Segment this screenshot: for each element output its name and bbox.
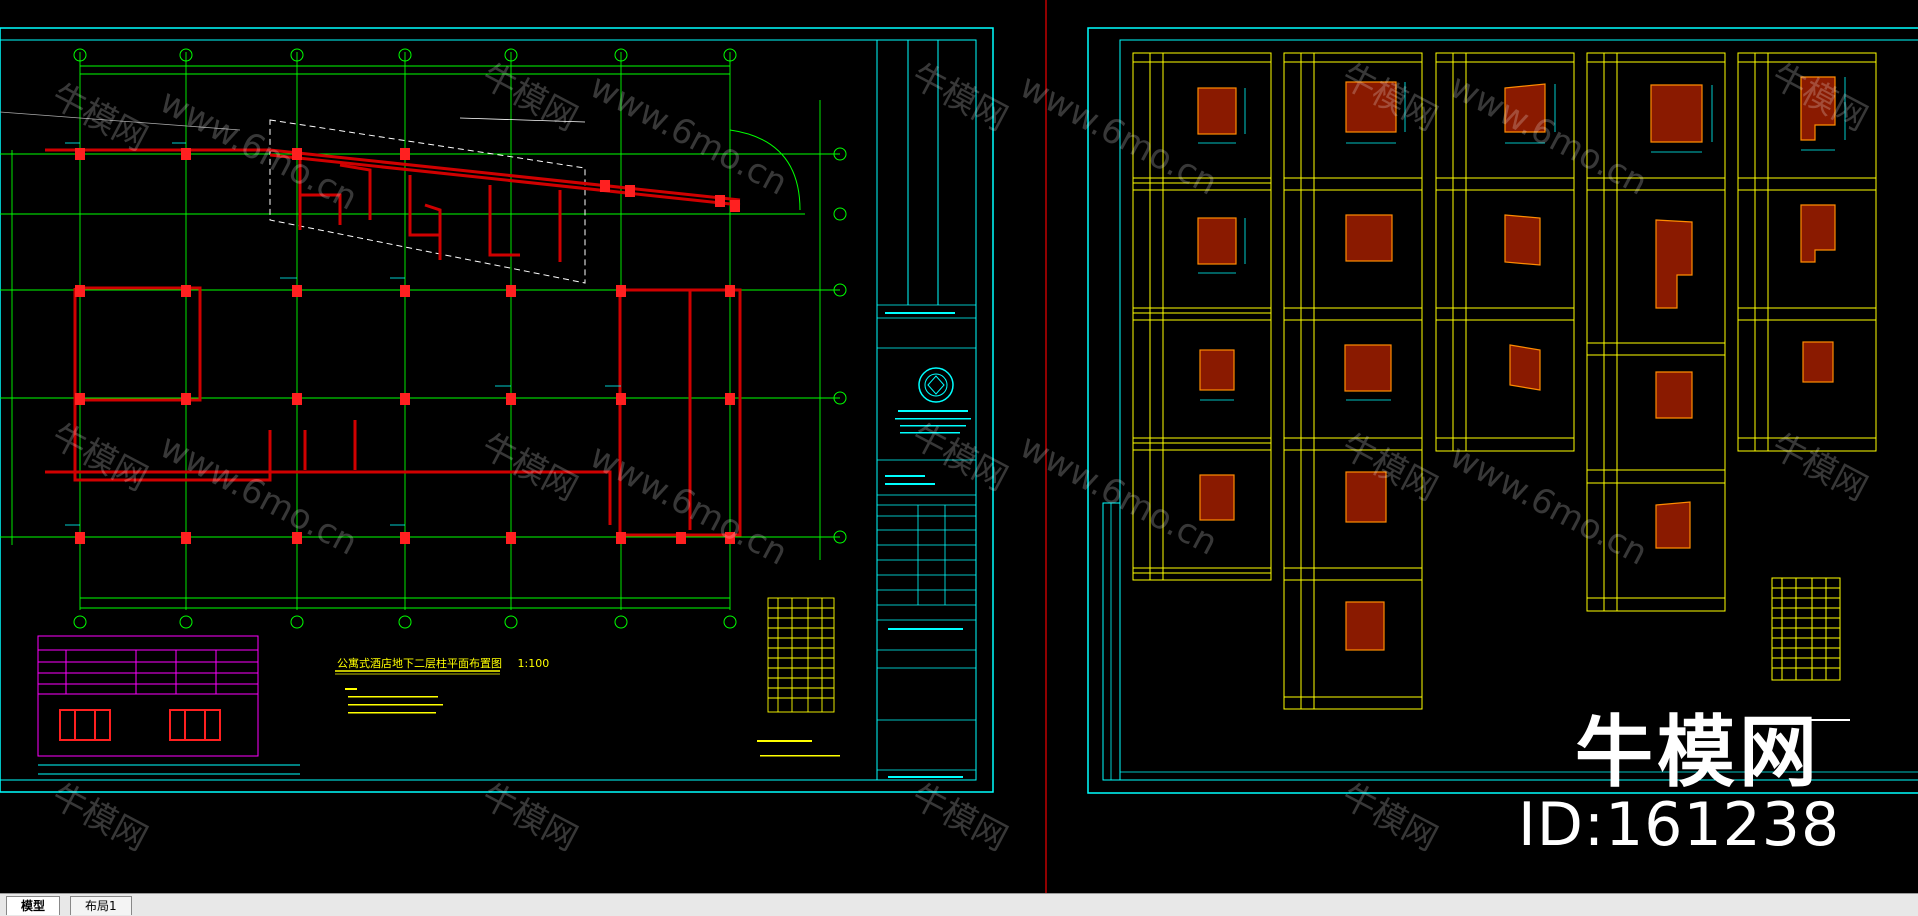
left-sheet — [0, 27, 994, 793]
drawing-scale: 1:100 — [517, 657, 550, 670]
seal-icon — [918, 367, 954, 403]
cad-drawing-viewport[interactable]: 牛模网 www.6mo.cn 牛模网 www.6mo.cn 牛模网 www.6m… — [0, 0, 1918, 893]
overlay-brand: 牛模网 — [1575, 708, 1822, 798]
overlay-id: ID:161238 — [1518, 790, 1841, 860]
tab-model[interactable]: 模型 — [6, 896, 61, 915]
cad-drawing — [0, 0, 1918, 893]
drawing-title: 公寓式酒店地下二层柱平面布置图 1:100 — [337, 657, 550, 670]
right-sheet — [1087, 27, 1918, 794]
column-sections — [1197, 76, 1836, 651]
layout-tab-bar: 模型 布局1 — [0, 893, 1918, 916]
tab-layout1[interactable]: 布局1 — [70, 896, 132, 915]
